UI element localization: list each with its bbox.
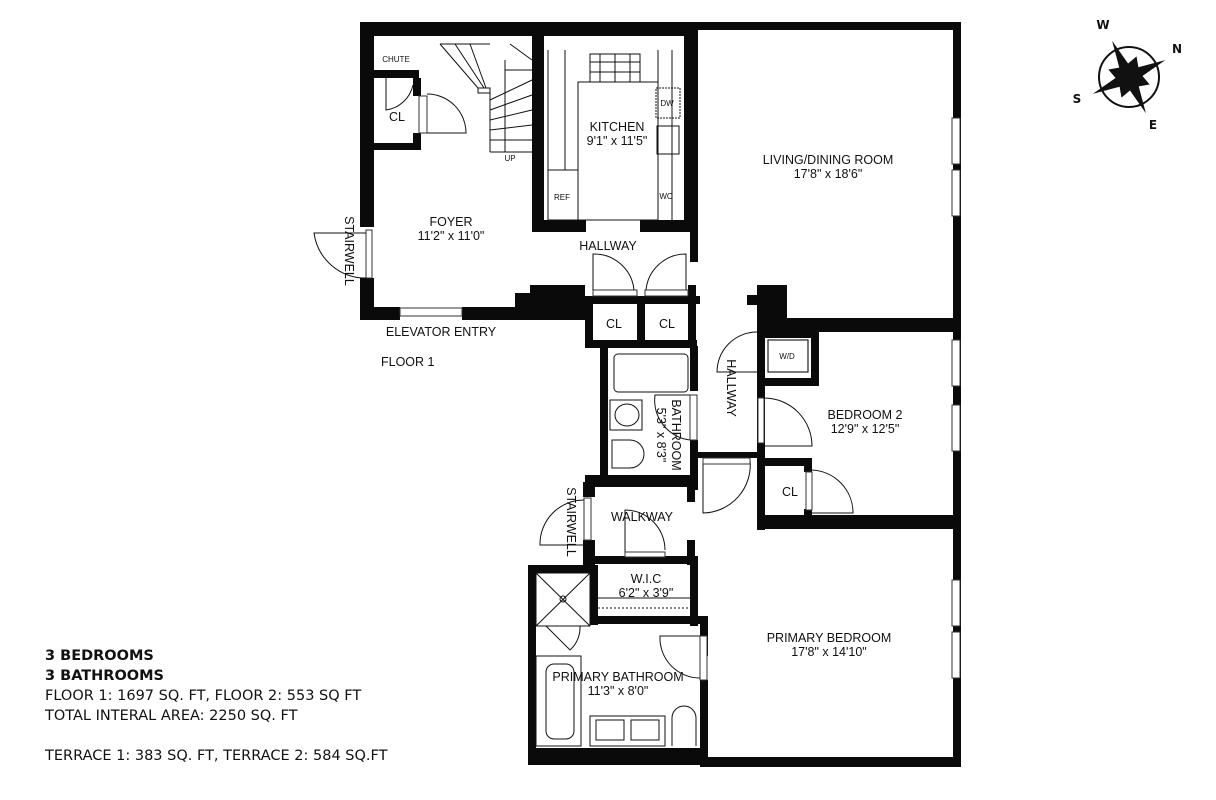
kitchen-dims: 9'1" x 11'5" [587,134,648,148]
room-labels: CHUTE CL UP KITCHEN 9'1" x 11'5" REF DW … [342,55,903,698]
floor-label: FLOOR 1 [381,355,435,369]
living-dining-name: LIVING/DINING ROOM [763,153,894,167]
walls [360,22,961,767]
living-dining-dims: 17'8" x 18'6" [794,167,863,181]
hallway-top-label: HALLWAY [579,239,637,253]
foyer-name: FOYER [429,215,472,229]
ref-label: REF [554,193,570,202]
property-summary: 3 BEDROOMS 3 BATHROOMS FLOOR 1: 1697 SQ.… [45,646,387,766]
primary-bathroom-name: PRIMARY BATHROOM [552,670,683,684]
wc-label: WC [659,192,673,201]
bathroom-name: BATHROOM [669,399,683,470]
compass-s: S [1073,92,1082,106]
windows [951,117,961,679]
terrace-areas: TERRACE 1: 383 SQ. FT, TERRACE 2: 584 SQ… [45,748,388,764]
stairwell-mid-label: STAIRWELL [564,487,578,557]
bathroom-dims: 5'3" x 8'3" [654,408,668,463]
chute-label: CHUTE [382,55,410,64]
stairs-up-label: UP [504,154,515,163]
closet-a-label: CL [606,317,622,331]
wic-name: W.I.C [631,572,662,586]
foyer-closet-label: CL [389,110,405,124]
elevator-entry-label: ELEVATOR ENTRY [386,325,497,339]
foyer-dims: 11'2" x 11'0" [418,229,485,243]
walkway-label: WALKWAY [611,510,674,524]
doors-fixtures [313,43,854,747]
bedroom2-name: BEDROOM 2 [827,408,902,422]
compass-icon: W N S E [1073,18,1182,132]
total-area: TOTAL INTERAL AREA: 2250 SQ. FT [45,708,298,724]
floor-areas: FLOOR 1: 1697 SQ. FT, FLOOR 2: 553 SQ FT [45,688,362,704]
dw-label: DW [660,99,674,108]
bathrooms-count: 3 BATHROOMS [45,668,165,684]
compass-n: N [1172,42,1182,56]
stairwell-left-label: STAIRWELL [342,216,356,286]
primary-bathroom-dims: 11'3" x 8'0" [588,684,649,698]
wic-dims: 6'2" x 3'9" [619,586,674,600]
hallway-vertical-label: HALLWAY [724,359,738,417]
closet-b-label: CL [659,317,675,331]
primary-bedroom-name: PRIMARY BEDROOM [767,631,892,645]
compass-w: W [1096,18,1109,32]
bedrooms-count: 3 BEDROOMS [45,648,154,664]
wd-label: W/D [779,352,795,361]
primary-bedroom-dims: 17'8" x 14'10" [791,645,867,659]
bedroom2-dims: 12'9" x 12'5" [831,422,900,436]
bedroom2-closet-label: CL [782,485,798,499]
spacer [45,726,387,746]
compass-e: E [1149,118,1157,132]
kitchen-name: KITCHEN [590,120,645,134]
